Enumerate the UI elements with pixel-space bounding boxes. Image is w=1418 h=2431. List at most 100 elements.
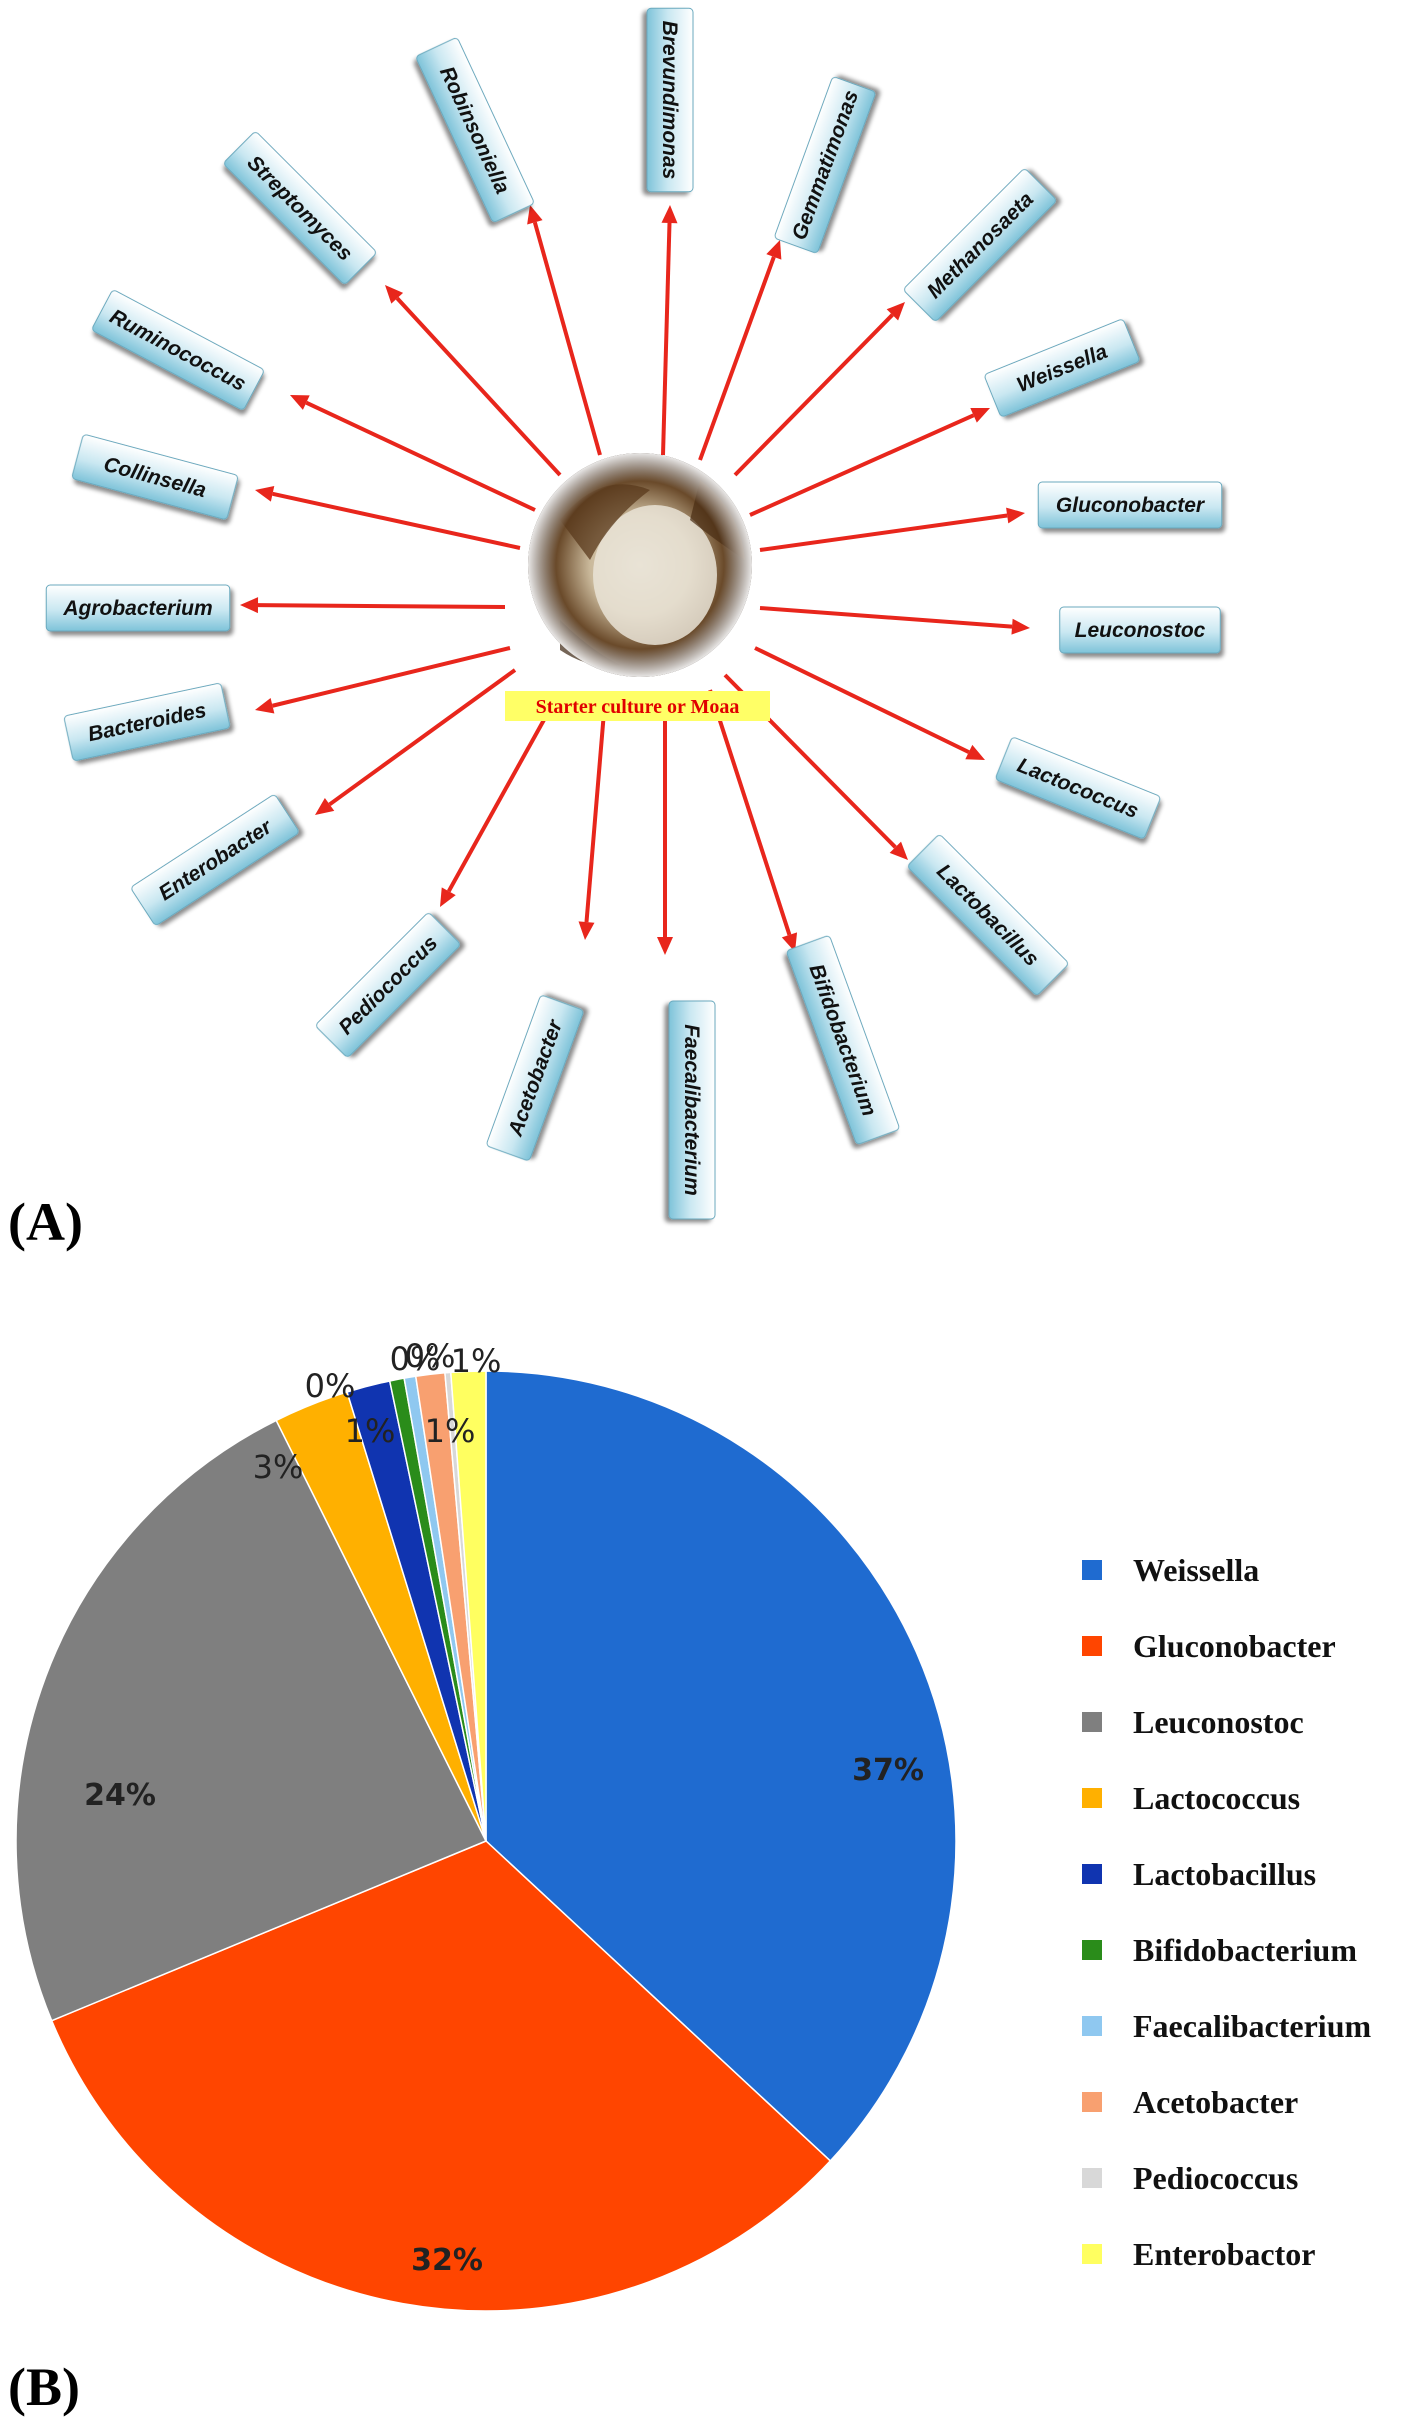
- genus-label: Methanosaeta: [923, 187, 1039, 303]
- legend-label: Leuconostoc: [1133, 1704, 1304, 1740]
- genus-label: Streptomyces: [242, 151, 356, 265]
- arrow-collinsella: [255, 486, 521, 550]
- genus-label: Faecalibacterium: [680, 1024, 703, 1196]
- data-label-acetobacter: 1%: [425, 1412, 476, 1450]
- panel-a-label: (A): [8, 1192, 83, 1252]
- arrows-group: [240, 205, 1030, 955]
- genus-label: Lactobacillus: [932, 860, 1043, 971]
- legend-swatch: [1082, 2016, 1102, 2036]
- pie-slice-gluconobacter: [50, 1840, 832, 2312]
- pie-slice-weissella: [485, 1370, 957, 2162]
- genus-box-lactobacillus: Lactobacillus: [908, 835, 1068, 995]
- genus-box-leuconostoc: Leuconostoc: [1059, 606, 1221, 654]
- data-label-leuconostoc: 24%: [84, 1778, 156, 1813]
- data-label-enterobactor: 1%: [451, 1342, 502, 1380]
- legend-swatch: [1082, 1864, 1102, 1884]
- panel-a-network: Brevundimonas GemmatimonasMethanosaetaWei…: [8, 7, 1223, 1252]
- arrow-streptomyces: [385, 285, 562, 477]
- legend-item-leuconostoc: Leuconostoc: [1082, 1704, 1304, 1740]
- arrow-gemmatimonas: [698, 240, 782, 461]
- legend: WeissellaGluconobacterLeuconostocLactoco…: [1082, 1552, 1371, 2272]
- arrow-acetobacter: [578, 699, 607, 940]
- genus-box-ruminococcus: Ruminococcus: [92, 290, 264, 410]
- genus-label: Brevundimonas: [658, 21, 681, 180]
- legend-swatch: [1082, 1712, 1102, 1732]
- genus-box-weissella: Weissella: [984, 319, 1140, 417]
- genus-box-faecalibacterium: Faecalibacterium: [668, 1000, 716, 1220]
- genus-box-acetobacter: Acetobacter: [486, 995, 584, 1161]
- data-label-pediococcus: 0%: [405, 1337, 456, 1375]
- legend-label: Pediococcus: [1133, 2160, 1298, 2196]
- legend-item-faecalibacterium: Faecalibacterium: [1082, 2008, 1371, 2044]
- arrow-bifidobacterium: [708, 689, 798, 952]
- genus-label: Agrobacterium: [62, 597, 212, 620]
- genus-box-agrobacterium: Agrobacterium: [45, 584, 231, 632]
- arrow-brevundimonas: [661, 205, 678, 456]
- arrow-ruminococcus: [290, 395, 536, 512]
- panel-b-label: (B): [8, 2357, 80, 2417]
- center-caption: Starter culture or Moaa: [536, 696, 740, 718]
- genus-box-robinsoniella: Robinsoniella: [416, 37, 534, 223]
- legend-item-lactococcus: Lactococcus: [1082, 1780, 1300, 1816]
- pie-slice-leuconostoc: [15, 1419, 488, 2022]
- pie-slices-group: [15, 1370, 957, 2312]
- genus-box-collinsella: Collinsella: [71, 434, 239, 520]
- arrow-robinsoniella: [527, 205, 602, 456]
- genus-label: Gluconobacter: [1056, 494, 1206, 517]
- genus-box-lactococcus: Lactococcus: [995, 737, 1161, 839]
- genus-box-enterobacter: Enterobacter: [131, 794, 299, 926]
- genus-box-pediococcus: Pediococcus: [316, 913, 460, 1057]
- legend-swatch: [1082, 2092, 1102, 2112]
- pie-labels-group: 37%32%24%3%1%0%0%1%0%1%: [84, 1337, 924, 2278]
- legend-item-bifidobacterium: Bifidobacterium: [1082, 1932, 1357, 1968]
- starter-culture-image: [528, 453, 752, 677]
- arrow-lactococcus: [754, 646, 985, 760]
- legend-label: Gluconobacter: [1133, 1628, 1336, 1664]
- legend-label: Weissella: [1133, 1552, 1259, 1588]
- legend-label: Bifidobacterium: [1133, 1932, 1357, 1968]
- genus-box-gluconobacter: Gluconobacter: [1037, 481, 1223, 529]
- legend-label: Faecalibacterium: [1133, 2008, 1371, 2044]
- data-label-weissella: 37%: [852, 1753, 924, 1788]
- legend-label: Acetobacter: [1133, 2084, 1298, 2120]
- genus-label: Leuconostoc: [1075, 619, 1206, 642]
- data-label-lactobacillus: 1%: [345, 1412, 396, 1450]
- arrow-agrobacterium: [240, 597, 506, 614]
- arrow-methanosaeta: [733, 302, 905, 477]
- legend-item-pediococcus: Pediococcus: [1082, 2160, 1298, 2196]
- panel-b-pie-chart: 37%32%24%3%1%0%0%1%0%1% WeissellaGlucono…: [8, 1337, 1371, 2417]
- legend-item-weissella: Weissella: [1082, 1552, 1259, 1588]
- legend-label: Enterobactor: [1133, 2236, 1315, 2272]
- arrow-pediococcus: [440, 699, 557, 907]
- genus-box-brevundimonas: Brevundimonas: [646, 7, 694, 193]
- genus-box-bifidobacterium: Bifidobacterium: [786, 935, 900, 1145]
- legend-item-acetobacter: Acetobacter: [1082, 2084, 1298, 2120]
- legend-item-lactobacillus: Lactobacillus: [1082, 1856, 1316, 1892]
- arrow-weissella: [749, 408, 990, 517]
- genus-box-streptomyces: Streptomyces: [224, 132, 376, 284]
- legend-swatch: [1082, 2244, 1102, 2264]
- arrow-enterobacter: [315, 668, 517, 815]
- pie-slice-enterobactor: [449, 1370, 487, 1842]
- legend-swatch: [1082, 1636, 1102, 1656]
- arrow-bacteroides: [255, 646, 511, 714]
- data-label-lactococcus: 3%: [253, 1448, 304, 1486]
- legend-label: Lactobacillus: [1133, 1856, 1316, 1892]
- legend-swatch: [1082, 1788, 1102, 1808]
- genus-box-bacteroides: Bacteroides: [63, 683, 231, 761]
- data-label-faecalibacterium: 0%: [390, 1340, 441, 1378]
- arrow-faecalibacterium: [657, 700, 673, 955]
- legend-swatch: [1082, 2168, 1102, 2188]
- legend-swatch: [1082, 1560, 1102, 1580]
- legend-item-gluconobacter: Gluconobacter: [1082, 1628, 1336, 1664]
- genus-box-gemmatimonas: Gemmatimonas: [774, 76, 876, 254]
- data-label-gluconobacter: 32%: [411, 2243, 483, 2278]
- center-caption-bg: [505, 691, 770, 721]
- genus-box-methanosaeta: Methanosaeta: [904, 169, 1056, 321]
- legend-label: Lactococcus: [1133, 1780, 1300, 1816]
- legend-swatch: [1082, 1940, 1102, 1960]
- arrow-leuconostoc: [759, 606, 1030, 635]
- data-label-bifidobacterium: 0%: [305, 1367, 356, 1405]
- legend-item-enterobactor: Enterobactor: [1082, 2236, 1315, 2272]
